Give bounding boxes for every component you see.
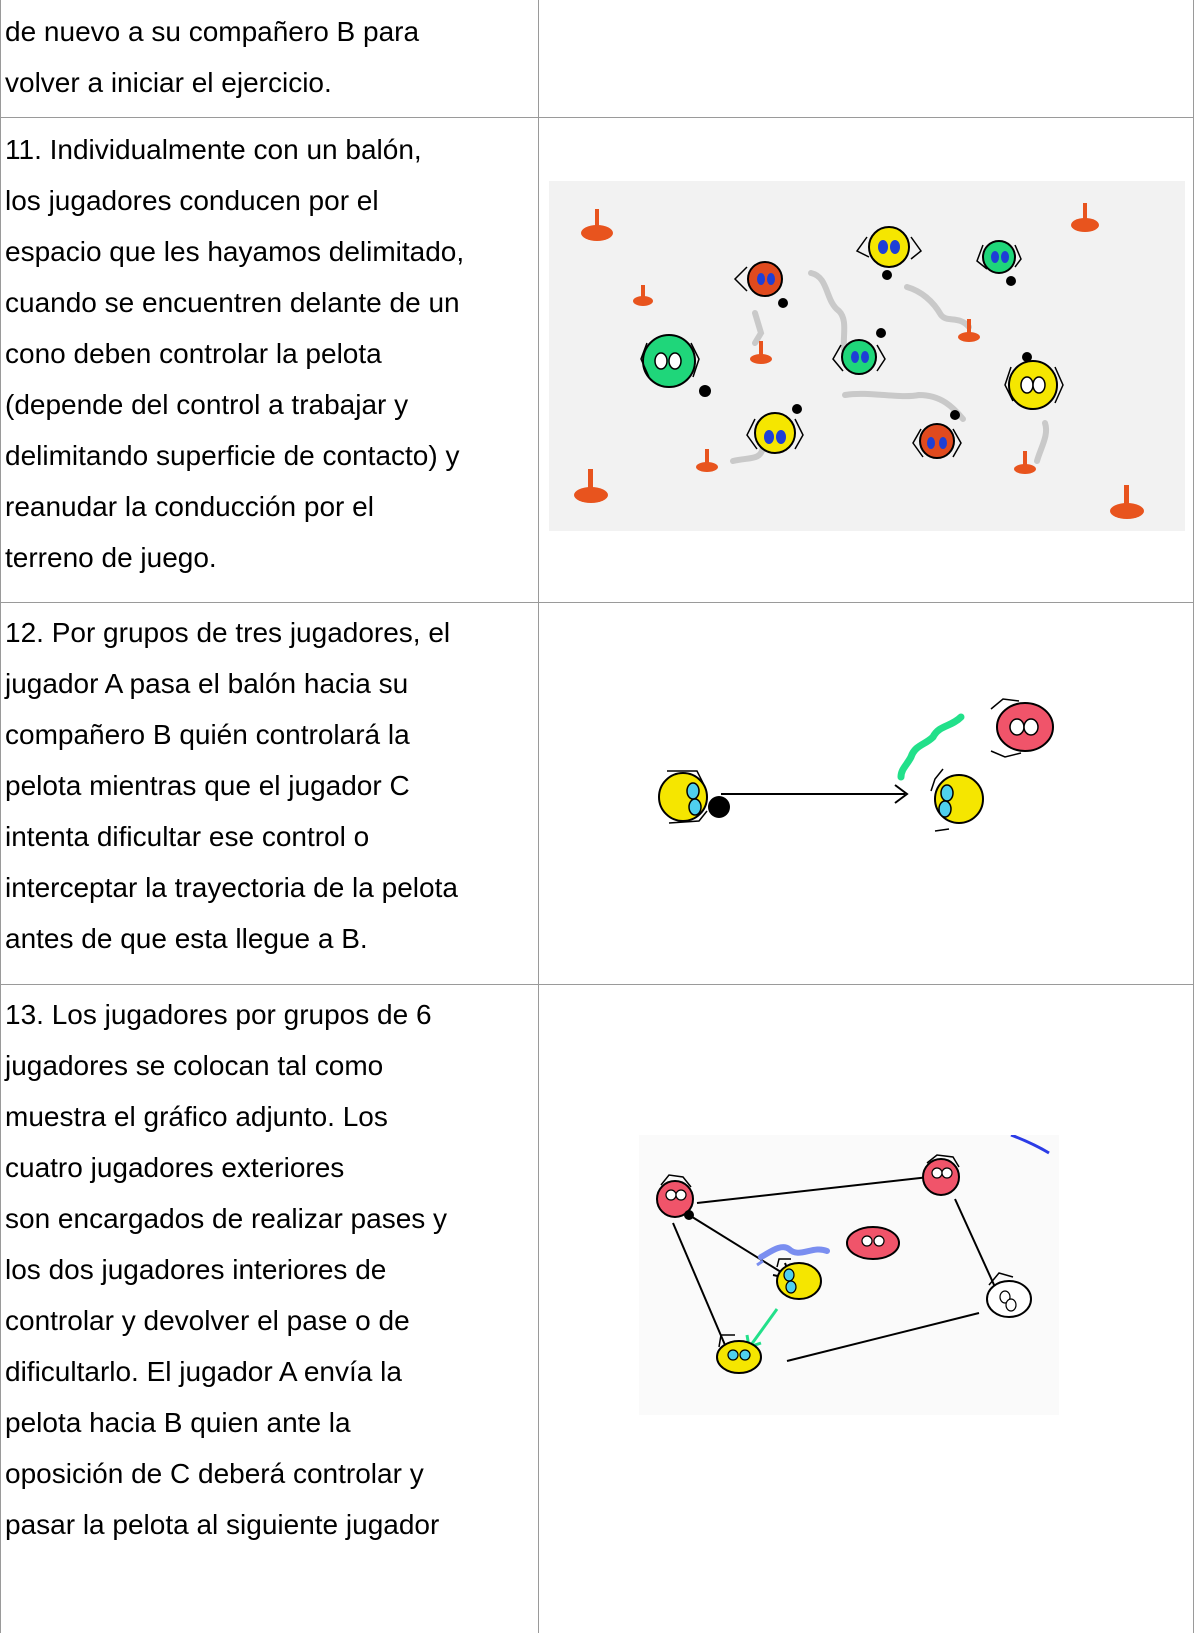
figure-six-players — [639, 1135, 1059, 1415]
green-arrow — [749, 1308, 779, 1346]
ball — [708, 796, 730, 818]
blue-trail — [758, 1244, 830, 1260]
table-row: 11. Individualmente con un balón, los ju… — [0, 117, 1194, 602]
eyes-blue — [727, 1268, 797, 1361]
text-cell: 12. Por grupos de tres jugadores, el jug… — [0, 602, 538, 984]
figure-cell — [538, 984, 1194, 1633]
figure-three-players — [658, 698, 1054, 832]
balls — [699, 270, 1032, 420]
figure-cell — [538, 117, 1194, 602]
eyes — [665, 1167, 1017, 1312]
figure-cell — [538, 602, 1194, 984]
text-cell: de nuevo a su compañero B para volver a … — [0, 0, 538, 117]
green-trail — [897, 713, 965, 781]
trails — [730, 270, 1049, 464]
cones — [574, 203, 1144, 519]
exercise-text: 11. Individualmente con un balón, los ju… — [5, 134, 465, 573]
text-cell: 11. Individualmente con un balón, los ju… — [0, 117, 538, 602]
table-row: de nuevo a su compañero B para volver a … — [0, 0, 1194, 117]
exercise-text: 13. Los jugadores por grupos de 6 jugado… — [5, 999, 448, 1540]
player-arms — [640, 236, 1064, 458]
pass-lines — [672, 1176, 996, 1362]
figure-cell — [538, 0, 1194, 117]
ball — [684, 1210, 694, 1220]
pass-arrow-head — [894, 784, 909, 804]
exercise-text: 12. Por grupos de tres jugadores, el jug… — [5, 617, 458, 954]
player-a — [658, 772, 708, 822]
blue-mark — [1010, 1135, 1050, 1155]
player-eyes — [757, 240, 1009, 449]
exercise-text: de nuevo a su compañero B para volver a … — [5, 16, 420, 98]
figure-cones-dribbling — [549, 181, 1185, 531]
table-row: 13. Los jugadores por grupos de 6 jugado… — [0, 984, 1194, 1633]
player-eyes-white — [654, 352, 1046, 394]
text-cell: 13. Los jugadores por grupos de 6 jugado… — [0, 984, 538, 1633]
arms — [660, 1154, 1014, 1348]
table-row: 12. Por grupos de tres jugadores, el jug… — [0, 602, 1194, 984]
